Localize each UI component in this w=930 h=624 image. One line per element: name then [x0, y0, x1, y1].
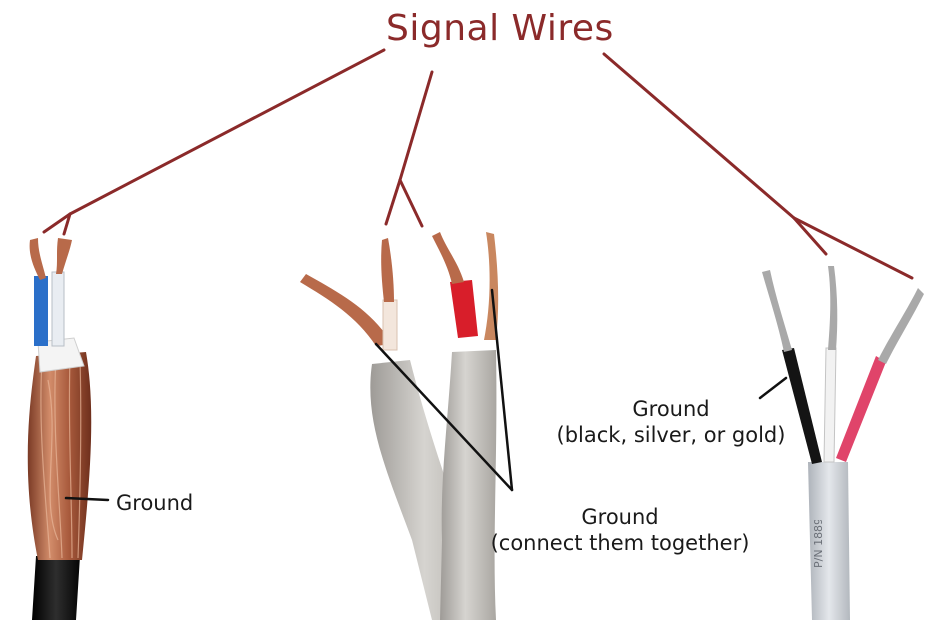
cable-1-blue-wire [34, 276, 48, 346]
signal-leader-middle-fork-b [398, 178, 424, 228]
signal-leader-middle-fork-a [384, 178, 402, 226]
cable-1-blue-conductor [29, 238, 46, 280]
cable-3-pink-wire [836, 356, 886, 462]
cable-2-left-white-wire [382, 299, 398, 351]
cable-2-right-jacket [440, 350, 497, 620]
cable-3-jacket-print: P/N 1889C [812, 520, 825, 568]
signal-leader-left-fork-a [42, 212, 72, 234]
signal-leader-left-fork-b [62, 212, 72, 236]
cable-2 [300, 232, 499, 620]
signal-leaders [42, 48, 914, 280]
cable-1-black-jacket [32, 556, 80, 620]
ground-leader-cable-1 [64, 496, 110, 502]
cable-1-clear-wire [51, 271, 65, 347]
cable-2-ground-label: Ground [581, 505, 659, 529]
ground-leader-cable-2-left [374, 342, 514, 492]
cable-3-black-wire [782, 348, 822, 464]
cable-2-ground-label-group: Ground (connect them together) [482, 504, 758, 557]
ground-leader-cable-2-right [490, 288, 514, 492]
cable-2-ground-note: (connect them together) [490, 531, 750, 556]
cable-1 [27, 238, 92, 620]
cable-3-jacket [808, 462, 850, 620]
cable-3-white-conductor [828, 266, 838, 350]
cable-3-black-conductor [762, 270, 792, 352]
cable-2-right-red-wire [450, 280, 478, 338]
ground-leader-cable-3 [758, 376, 788, 400]
cable-1-copper-braid [27, 352, 92, 560]
cable-3-ground-note: (black, silver, or gold) [556, 423, 786, 448]
cable-1-ground-label: Ground [116, 491, 194, 515]
signal-leader-right-fork-a [792, 216, 828, 256]
signal-leader-left-main [68, 48, 386, 216]
signal-leader-middle-main [398, 70, 434, 182]
cable-2-right-conductor [432, 232, 464, 284]
ground-leaders [64, 288, 788, 502]
cable-3-white-wire [823, 347, 837, 463]
signal-leader-right-main [602, 52, 796, 220]
cable-2-left-conductor [381, 238, 394, 302]
cable-3-jacket-print-box: P/N 1889C [808, 520, 848, 610]
signal-leader-right-fork-b [792, 216, 914, 280]
cable-3-ground-label: Ground [632, 397, 710, 421]
cable-3 [762, 266, 924, 620]
cable-1-braid-strands [40, 355, 82, 559]
signal-wires-title: Signal Wires [386, 8, 614, 49]
cable-3-ground-label-group: Ground (black, silver, or gold) [546, 396, 796, 449]
cable-3-pink-conductor [878, 288, 924, 364]
cable-1-clear-conductor [56, 238, 72, 274]
cable-2-left-braid [300, 274, 392, 346]
